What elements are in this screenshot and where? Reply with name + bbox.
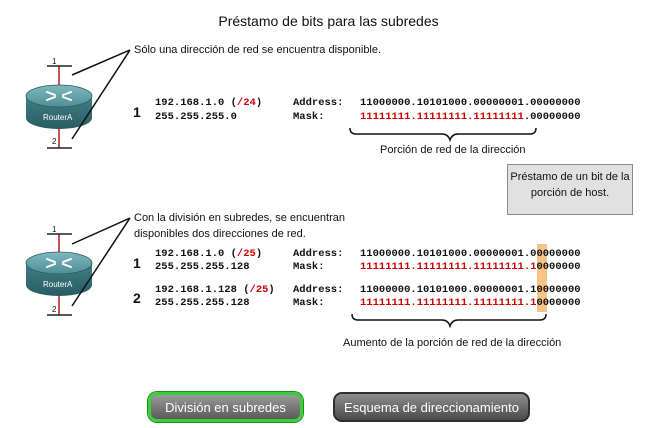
address-bits: 11000000.10101000.00000001.10000000 [360,284,581,296]
pointer-lines-bottom [71,217,131,307]
mask-label: Mask: [293,261,325,273]
mask-bits: 11111111.11111111.11111111.10000000 [360,261,581,273]
network-portion-caption: Porción de red de la dirección [380,144,526,156]
port-label: 2 [52,305,57,314]
router-icon [25,65,93,149]
single-network-note: Sólo una dirección de red se encuentra d… [134,44,382,56]
address-label: Address: [293,284,344,296]
row-index: 2 [133,290,141,306]
router-label: RouterA [43,113,73,122]
network-address: 192.168.1.0 (/24) [155,97,263,109]
mask-label: Mask: [293,297,325,309]
mask-label: Mask: [293,111,325,123]
row-index: 1 [133,104,141,120]
subnet-mask: 255.255.255.128 [155,261,250,273]
router-label: RouterA [43,280,73,289]
borrowed-bit-callout: Préstamo de un bit de la porción de host… [507,164,633,215]
row-index: 1 [133,255,141,271]
extended-network-caption: Aumento de la porción de red de la direc… [343,337,562,349]
address-label: Address: [293,97,344,109]
subnet-mask: 255.255.255.128 [155,297,250,309]
network-address: 192.168.1.128 (/25) [155,284,275,296]
subnetting-button[interactable]: División en subredes [148,392,303,422]
mask-bits: 11111111.11111111.11111111.10000000 [360,297,581,309]
pointer-lines-top [71,49,131,140]
port-label: 1 [52,225,57,234]
address-bits: 11000000.10101000.00000001.00000000 [360,97,581,109]
port-label: 2 [52,137,57,146]
subnet-mask: 255.255.255.0 [155,111,237,123]
router-icon [25,233,93,316]
address-bits: 11000000.10101000.00000001.00000000 [360,248,581,260]
address-label: Address: [293,248,344,260]
network-portion-brace [349,127,537,143]
page-title: Préstamo de bits para las subredes [218,13,439,29]
borrowed-bit-highlight [537,244,547,312]
mask-bits: 11111111.11111111.11111111.00000000 [360,111,581,123]
subnetting-note-line1: Con la división en subredes, se encuentr… [134,212,345,224]
network-address: 192.168.1.0 (/25) [155,248,263,260]
addressing-scheme-button[interactable]: Esquema de direccionamiento [333,392,530,422]
extended-network-brace [351,313,547,329]
port-label: 1 [52,57,57,66]
subnetting-note-line2: disponibles dos direcciones de red. [134,228,306,240]
